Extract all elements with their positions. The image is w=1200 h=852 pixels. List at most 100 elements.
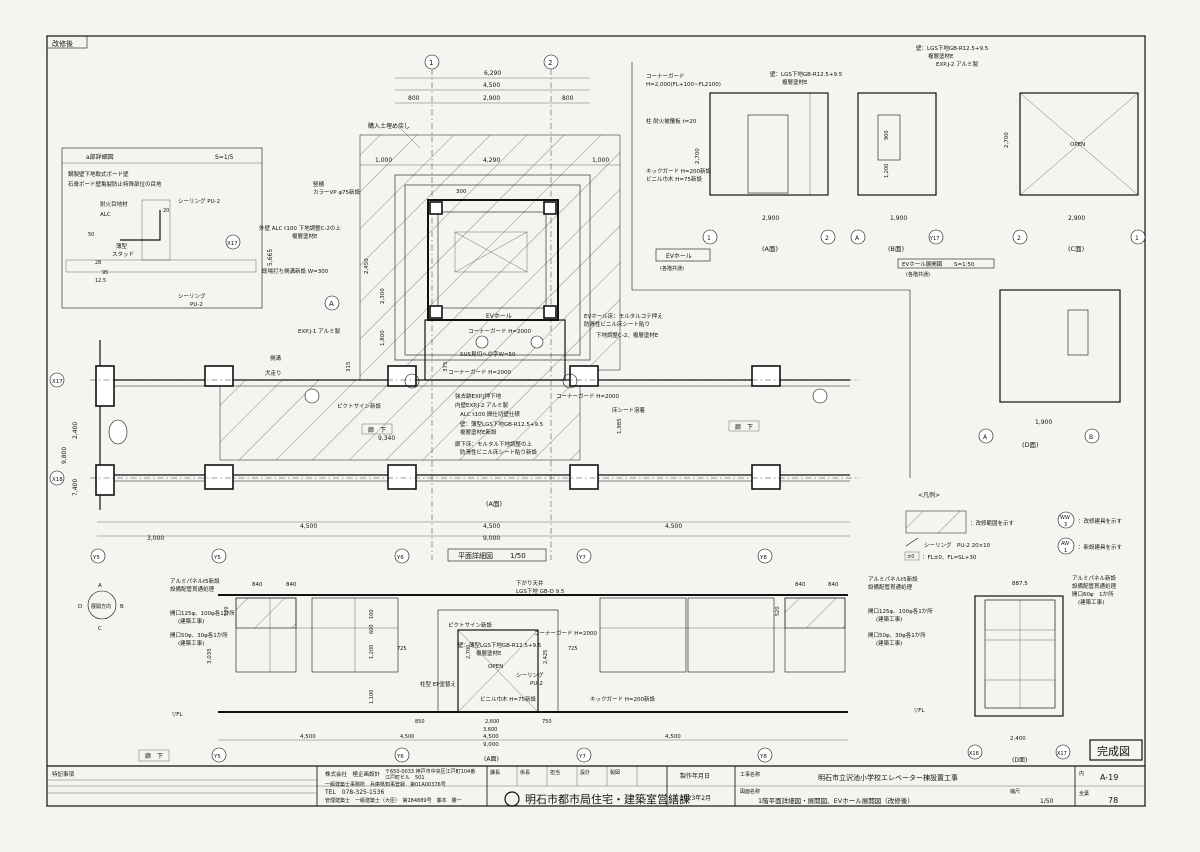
dim-top-4290: 4,290	[483, 157, 500, 164]
detail-note-fire: 耐火目地材	[100, 200, 128, 208]
d-elev-frame	[974, 595, 1064, 717]
note-ev-floor-2: 防滑性ビニル床シート貼り	[584, 320, 650, 328]
elevation-view: OPEN アルミパネルt5新設 設備配管貫通処理 開口125φ、100φ各1か所…	[78, 574, 1143, 764]
elev-dim-840b: 840	[286, 582, 297, 588]
grid-label-a-plan: A	[329, 300, 334, 308]
elev-note-r6: (建築工事)	[876, 639, 902, 647]
note-ext-wall-2: 複層塗材E	[292, 232, 318, 240]
elev-dim-3035: 3,035	[207, 648, 213, 664]
dim-375: 375	[443, 361, 449, 372]
note-pictsign: ピクトサイン新設	[337, 402, 382, 410]
car-machine	[454, 231, 528, 273]
elev-note-3: 開口125φ、100φ各1か所	[170, 609, 235, 617]
grid-label-y7: Y7	[578, 555, 586, 561]
legend-mark-new	[1057, 537, 1075, 555]
note-downspout: 竪樋	[313, 180, 325, 188]
dim-1985: 1,985	[617, 418, 623, 434]
corridor-label-plan-2: 廊 下	[735, 423, 753, 431]
ev-note-base: ビニル巾木 H=75新設	[646, 175, 702, 183]
tb-no-label: 内	[1079, 770, 1084, 777]
compass-b: B	[120, 604, 124, 610]
note-ext-wall: 外壁 ALC t100 下地調整C-2の上	[259, 224, 341, 232]
ev-door-a	[747, 114, 789, 194]
elev-note-2: 設備配管貫通処理	[170, 585, 215, 593]
ev-note-wall2: 複層塗材E	[782, 78, 808, 86]
ev-bubble-ab-label: A	[983, 434, 988, 441]
grid-label-x18: X18	[52, 477, 63, 483]
grid-bubble-y5a	[90, 548, 106, 564]
ev-bubble-a-label: A	[855, 235, 860, 242]
elev-note-wall: 壁：薄型LGS下地GB-R12.5+9.5	[458, 641, 542, 649]
elev-note-seal2: PU-2	[530, 681, 543, 687]
corridor-label-box-2	[728, 420, 760, 432]
tb-col-label-5: 製図	[610, 769, 620, 776]
elev-note-4: (建築工事)	[178, 617, 204, 625]
detail-dim-28: 28	[95, 260, 101, 266]
elev-corridor-box	[138, 749, 170, 762]
dim-top-800a: 800	[408, 95, 420, 102]
ev-bubble-bb-label: B	[1089, 434, 1093, 441]
note-ev-wall: 下地調整C-2、複層塗材E	[596, 331, 659, 339]
elev-note-corner: コーナーガード H=2000	[534, 629, 597, 637]
elev-note-pict: ピクトサイン新設	[448, 621, 493, 629]
ev-col-a	[809, 92, 829, 196]
door-mark-ad1	[108, 419, 128, 445]
stamp-box	[1089, 739, 1143, 761]
detail-stud	[120, 210, 161, 241]
d-elev-dim-2400: 2,400	[1010, 736, 1026, 742]
tb-date-label: 製作年月日	[680, 772, 710, 780]
compass-a: A	[98, 583, 102, 589]
ev-face-c-open: OPEN	[1070, 142, 1085, 148]
ev-hall-box-sub: (各階共通)	[660, 265, 684, 272]
plan-scale: 1/50	[510, 552, 526, 560]
detail-note-alc: ALC	[100, 212, 111, 218]
ev-dim-2700b: 2,700	[1004, 132, 1010, 148]
ev-face-b-label: (B面)	[888, 245, 904, 253]
column-x18	[95, 464, 115, 496]
d-elev-note-4: (建築工事)	[1078, 598, 1104, 606]
dim-top-1000a: 1,000	[375, 157, 392, 164]
ev-note-wall: 壁：LGS下地GB-R12.5+9.5	[770, 70, 843, 78]
ev-note-corner-h: H=2,000(FL+100~FL2100)	[646, 82, 721, 88]
note-side-gutter: 側溝	[270, 354, 282, 362]
tb-drawing-label: 図面名称	[740, 788, 760, 795]
d-elev-bubble-x18-label: X18	[969, 751, 979, 757]
ev-bubble-1	[702, 229, 718, 245]
note-sus-trim: SUS見切ヘの字W=50	[460, 350, 516, 358]
elev-note-ceil: 下がり天井	[516, 579, 544, 587]
dim-bot-4500c: 4,500	[665, 523, 682, 530]
grid-bubble-x17	[49, 372, 65, 388]
grid-label-x17: X17	[52, 379, 63, 385]
legend-item-1: ：改修範囲を示す	[970, 519, 1015, 527]
tb-drawing: 1階平面詳細図・展開図、EVホール展開図（改修後）	[758, 796, 914, 805]
column-y5-bot	[204, 464, 234, 490]
compass-center: 展開方向	[91, 603, 111, 610]
ev-bubble-y17	[928, 229, 944, 245]
ev-bubble-2-label: 2	[825, 235, 829, 242]
legend-seal-arrow	[905, 537, 919, 547]
car-x2	[454, 231, 528, 273]
elev-corridor-label: 廊 下	[145, 752, 163, 760]
elev-dim-1100: 1,100	[369, 690, 375, 704]
ev-hall-box	[655, 248, 711, 262]
ev-hall-label: EVホール	[486, 313, 512, 320]
detail-dim-95: 95	[102, 270, 108, 276]
title-block: 特記事項 株式会社 極企画設計 〒650-0033 神戸市中央区江戸町104番 …	[46, 765, 1146, 807]
detail-note-2: 石膏ボード壁亀裂防止特殊部位の目地	[68, 180, 162, 188]
detail-dim-50: 50	[88, 232, 94, 238]
tb-remarks-label: 特記事項	[52, 770, 75, 778]
elev-open-x2	[457, 629, 539, 713]
ev-bubble-1b-label: 1	[1135, 235, 1139, 242]
dim-top-4500: 4,500	[483, 82, 500, 89]
elev-note-6: (建築工事)	[178, 639, 204, 647]
ev-elev-scale: S=1:50	[954, 262, 975, 268]
elev-dim-520b: 520	[775, 606, 781, 616]
elev-dim-725b: 725	[568, 646, 578, 652]
note-floor-weld: 床シート溶着	[612, 406, 646, 414]
dim-bot-4500b: 4,500	[483, 523, 500, 530]
detail-callout-b	[562, 373, 578, 389]
dim-top-6290: 6,290	[484, 70, 501, 77]
ev-bubble-2b	[1012, 229, 1028, 245]
stamp: 完成図	[1097, 744, 1130, 758]
legend-item-3: ：新設建具を示す	[1078, 543, 1123, 551]
